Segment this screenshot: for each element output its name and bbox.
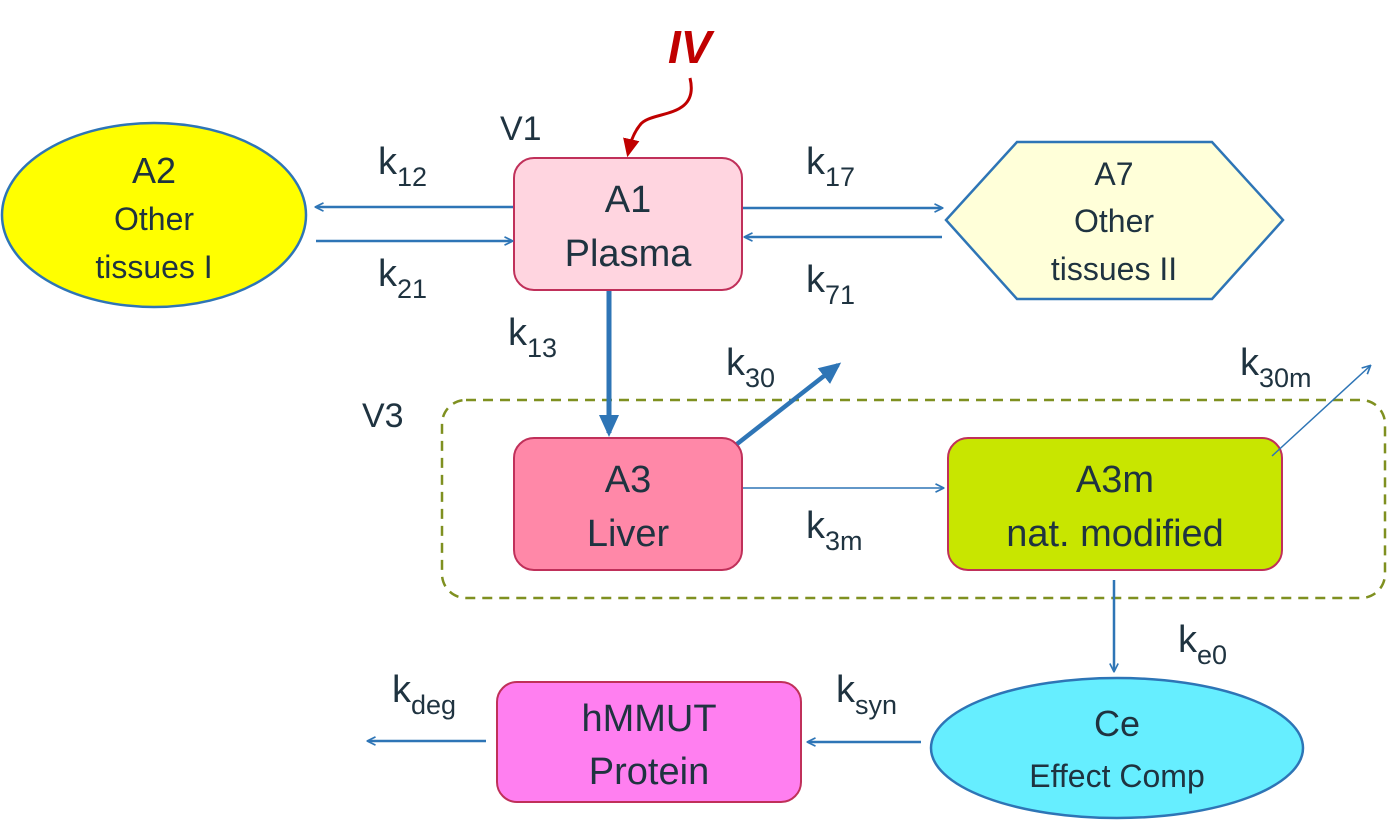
v1-label: V1 bbox=[500, 110, 542, 148]
node-a7-line1: Other bbox=[1074, 203, 1154, 239]
rate-k12: k12 bbox=[378, 141, 427, 192]
node-hmmut-name: Protein bbox=[589, 751, 709, 793]
iv-arrow bbox=[623, 77, 693, 158]
node-a7-id: A7 bbox=[1094, 156, 1133, 192]
iv-label: IV bbox=[668, 21, 715, 73]
node-hmmut-id: hMMUT bbox=[581, 698, 716, 740]
rate-k3m: k3m bbox=[806, 505, 863, 556]
node-ce-id: Ce bbox=[1094, 703, 1140, 744]
node-hmmut: hMMUT Protein bbox=[496, 681, 802, 803]
node-a7-line2: tissues II bbox=[1051, 251, 1177, 287]
node-ce-name: Effect Comp bbox=[1029, 758, 1204, 794]
node-a7: A7 Other tissues II bbox=[944, 140, 1285, 301]
node-a3-name: Liver bbox=[587, 513, 670, 555]
node-a2-id: A2 bbox=[132, 150, 176, 191]
rate-k17: k17 bbox=[806, 141, 855, 192]
rate-ke0: ke0 bbox=[1178, 619, 1227, 670]
node-a2-line1: Other bbox=[114, 201, 194, 237]
rate-ksyn: ksyn bbox=[836, 669, 897, 720]
v3-label: V3 bbox=[362, 397, 404, 435]
node-a3m-name: nat. modified bbox=[1006, 513, 1224, 555]
arrow-k30 bbox=[735, 362, 842, 446]
arrow-k30m bbox=[1271, 366, 1370, 457]
rate-k30: k30 bbox=[726, 342, 775, 393]
node-a3-id: A3 bbox=[605, 459, 651, 501]
rate-k21: k21 bbox=[378, 253, 427, 304]
v3-region bbox=[440, 398, 1387, 600]
rate-k71: k71 bbox=[806, 259, 855, 310]
node-a1-name: Plasma bbox=[565, 233, 693, 275]
node-a2-line2: tissues I bbox=[95, 249, 212, 285]
node-a1: A1 Plasma bbox=[513, 157, 743, 291]
node-a3m: A3m nat. modified bbox=[947, 437, 1283, 571]
rate-k13: k13 bbox=[508, 312, 557, 363]
node-a1-id: A1 bbox=[605, 179, 651, 221]
node-a3m-id: A3m bbox=[1076, 459, 1154, 501]
rate-kdeg: kdeg bbox=[392, 669, 456, 720]
rate-k30m: k30m bbox=[1240, 342, 1312, 393]
node-ce: Ce Effect Comp bbox=[929, 676, 1305, 820]
node-a3: A3 Liver bbox=[513, 437, 743, 571]
node-a2: A2 Other tissues I bbox=[0, 121, 308, 309]
